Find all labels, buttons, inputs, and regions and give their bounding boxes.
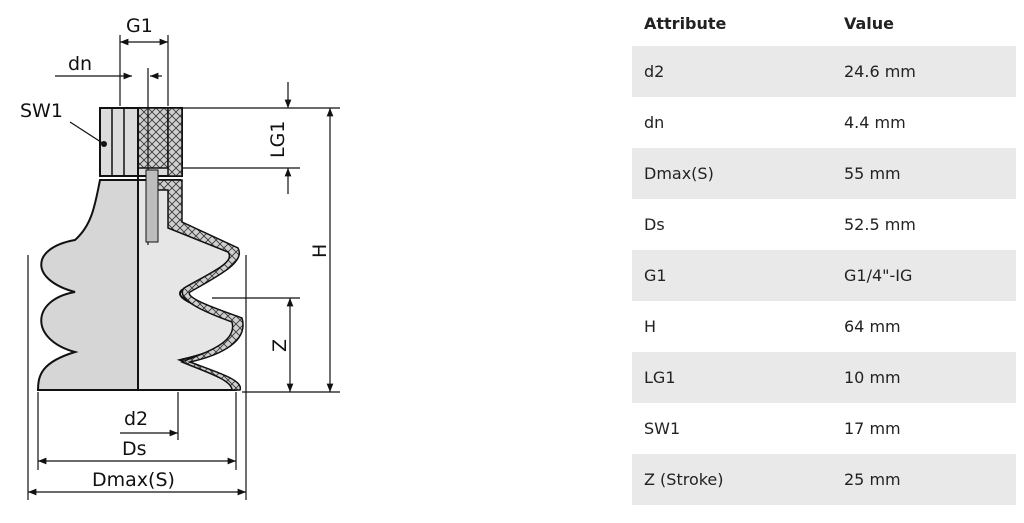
label-dn: dn	[68, 53, 92, 75]
row-value: 4.4 mm	[844, 113, 906, 132]
header-attribute: Attribute	[644, 13, 727, 33]
suction-cup-technical-drawing: G1 dn SW1 LG1 H Z	[20, 15, 340, 500]
table-row: Dmax(S) 55 mm	[632, 148, 1016, 199]
table-row: H 64 mm	[632, 301, 1016, 352]
label-g1: G1	[126, 15, 153, 37]
dimension-g1: G1	[119, 15, 169, 106]
label-ds: Ds	[122, 438, 147, 460]
row-value: G1/4"-IG	[832, 250, 1016, 301]
dimension-d2: d2	[120, 392, 179, 440]
table-row: G1 G1/4"-IG	[632, 250, 1016, 301]
dimension-z: Z	[212, 297, 300, 392]
cup-hatched-wall	[151, 179, 244, 391]
dimension-dmax: Dmax(S)	[27, 255, 247, 500]
dimension-lg1: LG1	[182, 82, 340, 194]
label-dmax: Dmax(S)	[92, 469, 175, 491]
table-row: LG1 10 mm	[632, 352, 1016, 403]
table-header-row: Attribute Value	[632, 0, 1016, 46]
table-row: Z (Stroke) 25 mm	[632, 454, 1016, 505]
row-value: 10 mm	[832, 352, 1016, 403]
row-value: 25 mm	[832, 454, 1016, 505]
row-attribute: Ds	[644, 215, 665, 234]
label-sw1: SW1	[20, 100, 63, 122]
row-attribute: LG1	[632, 352, 832, 403]
label-d2: d2	[124, 408, 148, 430]
table-row: SW1 17 mm	[632, 403, 1016, 454]
dimension-sw1: SW1	[20, 100, 107, 147]
row-attribute: H	[644, 317, 657, 336]
row-value: 55 mm	[832, 148, 1016, 199]
header-value: Value	[844, 13, 895, 33]
row-attribute: Z (Stroke)	[632, 454, 832, 505]
row-attribute: G1	[632, 250, 832, 301]
label-lg1: LG1	[267, 121, 289, 158]
dimension-dn: dn	[55, 53, 162, 80]
row-value: 52.5 mm	[844, 215, 916, 234]
table-row: d2 24.6 mm	[632, 46, 1016, 97]
specifications-table: Attribute Value d2 24.6 mm dn 4.4 mm Dma…	[632, 0, 1016, 505]
row-attribute: d2	[632, 46, 832, 97]
dimension-ds: Ds	[37, 392, 237, 470]
cup-outer-body	[36, 179, 139, 391]
row-attribute: Dmax(S)	[632, 148, 832, 199]
row-attribute: dn	[644, 113, 665, 132]
dimension-h: H	[242, 108, 340, 393]
row-attribute: SW1	[644, 419, 681, 438]
table-row: dn 4.4 mm	[632, 97, 1016, 148]
row-value: 24.6 mm	[832, 46, 1016, 97]
label-h: H	[309, 244, 331, 258]
row-value: 64 mm	[844, 317, 901, 336]
table-row: Ds 52.5 mm	[632, 199, 1016, 250]
hex-fitting	[99, 68, 183, 390]
row-value: 17 mm	[844, 419, 901, 438]
label-z: Z	[269, 339, 291, 352]
